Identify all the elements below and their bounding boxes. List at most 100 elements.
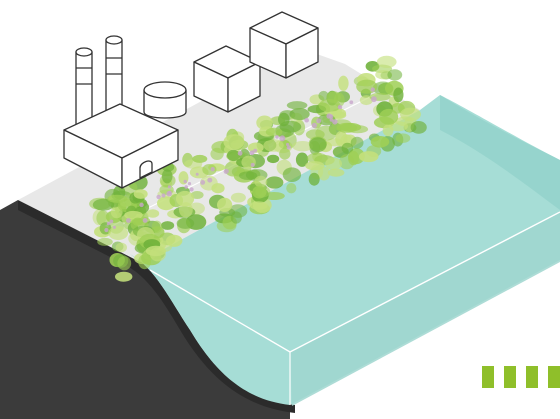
mangrove-foliage (348, 150, 359, 166)
indicator-bar (526, 366, 538, 388)
mangrove-foliage (202, 164, 217, 176)
water-shading (440, 95, 560, 210)
industrial-plant (63, 35, 187, 189)
mangrove-foliage (375, 70, 392, 80)
mangrove-foliage (97, 237, 113, 246)
storage-tank (143, 81, 187, 119)
mangrove-foliage (176, 217, 195, 229)
mangrove-foliage (278, 112, 290, 127)
mangrove-flower (161, 193, 166, 198)
mangrove-foliage (254, 175, 268, 188)
mangrove-foliage (395, 133, 411, 143)
mangrove-foliage (318, 90, 329, 101)
mangrove-foliage (356, 79, 378, 94)
mangrove-flower (332, 119, 338, 125)
mangrove-foliage (217, 197, 233, 212)
ground-side-wall (0, 200, 290, 419)
mangrove-foliage (305, 129, 325, 140)
mangrove-foliage (92, 198, 115, 211)
mangrove-foliage (267, 154, 280, 164)
mangrove-vegetation (89, 55, 427, 282)
mangrove-foliage (96, 210, 110, 226)
mangrove-foliage (376, 55, 397, 68)
mangrove-foliage (289, 108, 310, 121)
mangrove-flower (210, 167, 215, 172)
warehouse-front (193, 45, 261, 113)
mangrove-foliage (350, 136, 364, 149)
mangrove-foliage (230, 211, 242, 224)
mangrove-flower (371, 96, 377, 103)
mangrove-foliage (263, 139, 284, 152)
mangrove-flower (200, 180, 206, 185)
mangrove-foliage (146, 209, 160, 218)
mangrove-flower (249, 150, 255, 156)
mangrove-foliage (327, 168, 345, 177)
mangrove-foliage (108, 225, 129, 241)
mangrove-foliage (190, 191, 204, 199)
mangrove-flower (187, 182, 192, 186)
mangrove-foliage (151, 220, 163, 233)
mangrove-flower (316, 118, 322, 124)
mangrove-foliage (256, 115, 273, 130)
mangrove-foliage (286, 101, 308, 110)
mangrove-foliage (286, 183, 297, 194)
mangrove-flower (223, 168, 229, 174)
mangrove-flower (142, 218, 148, 223)
indicator-bars (482, 366, 560, 388)
mangrove-foliage (149, 247, 166, 262)
mangrove-foliage (295, 152, 309, 167)
smokestack-right (105, 35, 123, 122)
mangrove-flower (184, 185, 188, 189)
mangrove-flower (156, 194, 161, 200)
mangrove-foliage (347, 125, 369, 134)
mangrove-flower (109, 219, 114, 224)
mangrove-foliage (335, 130, 348, 147)
mangrove-foliage (379, 108, 399, 125)
mangrove-foliage (305, 161, 325, 171)
mangrove-foliage (282, 167, 302, 182)
mangrove-flower (189, 187, 194, 192)
mangrove-foliage (227, 149, 240, 162)
mangrove-foliage (317, 166, 330, 181)
mangrove-foliage (308, 172, 320, 186)
mangrove-flower (112, 225, 116, 229)
mangrove-flower (106, 221, 111, 226)
mangrove-foliage (341, 142, 354, 154)
mangrove-foliage (309, 137, 327, 153)
plant-building (63, 103, 179, 189)
mangrove-foliage (265, 176, 284, 189)
mangrove-foliage (252, 185, 267, 199)
mangrove-foliage (265, 127, 283, 137)
mangrove-foliage (161, 221, 175, 230)
mangrove-flower (195, 172, 199, 176)
mangrove-foliage (410, 121, 427, 134)
mangrove-foliage (211, 183, 225, 194)
mangrove-foliage (230, 192, 246, 203)
mangrove-foliage (117, 256, 132, 271)
mangrove-foliage (247, 142, 264, 153)
mangrove-foliage (292, 141, 313, 152)
mangrove-foliage (192, 154, 208, 163)
mangrove-foliage (400, 107, 421, 122)
mangrove-foliage (115, 242, 128, 253)
mangrove-flower (104, 227, 109, 233)
mangrove-foliage (210, 147, 224, 160)
water-front-face (290, 212, 560, 406)
mangrove-foliage (175, 190, 195, 207)
mangrove-flower (139, 202, 144, 208)
mangrove-flower (286, 142, 290, 147)
mangrove-flower (286, 145, 291, 150)
mangrove-foliage (358, 151, 379, 163)
mangrove-flower (207, 177, 213, 183)
mangrove-foliage (318, 99, 341, 113)
mangrove-flower (279, 135, 286, 142)
mangrove-foliage (388, 121, 408, 132)
mangrove-flower (304, 117, 310, 123)
mangrove-flower (183, 179, 187, 184)
mangrove-foliage (279, 148, 291, 160)
mangrove-flower (328, 114, 334, 119)
mangrove-foliage (338, 75, 349, 92)
mangrove-foliage (133, 189, 148, 199)
